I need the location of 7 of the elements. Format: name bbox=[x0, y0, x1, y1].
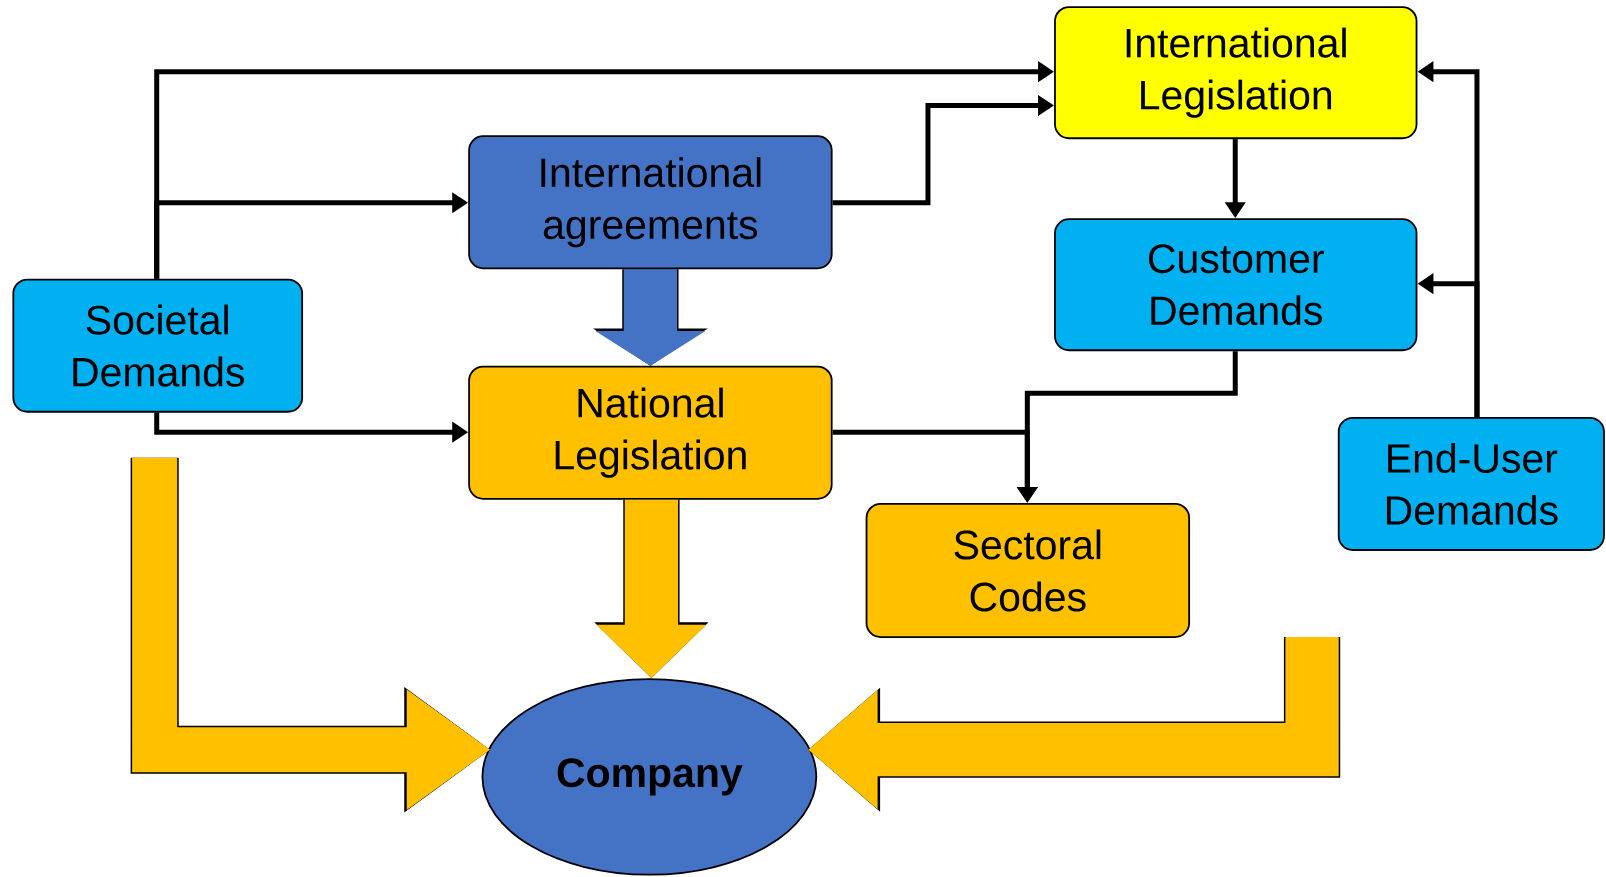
legislation-box: International Legislation bbox=[1054, 6, 1418, 140]
agreement-box: International agreements bbox=[468, 135, 833, 270]
demand-box: End-User Demands bbox=[1337, 417, 1605, 552]
code-box: Sectoral Codes bbox=[865, 503, 1191, 639]
demand-box: Customer Demands bbox=[1054, 218, 1418, 352]
legislation-box: National Legislation bbox=[468, 365, 833, 500]
demand-box: Societal Demands bbox=[12, 278, 304, 413]
